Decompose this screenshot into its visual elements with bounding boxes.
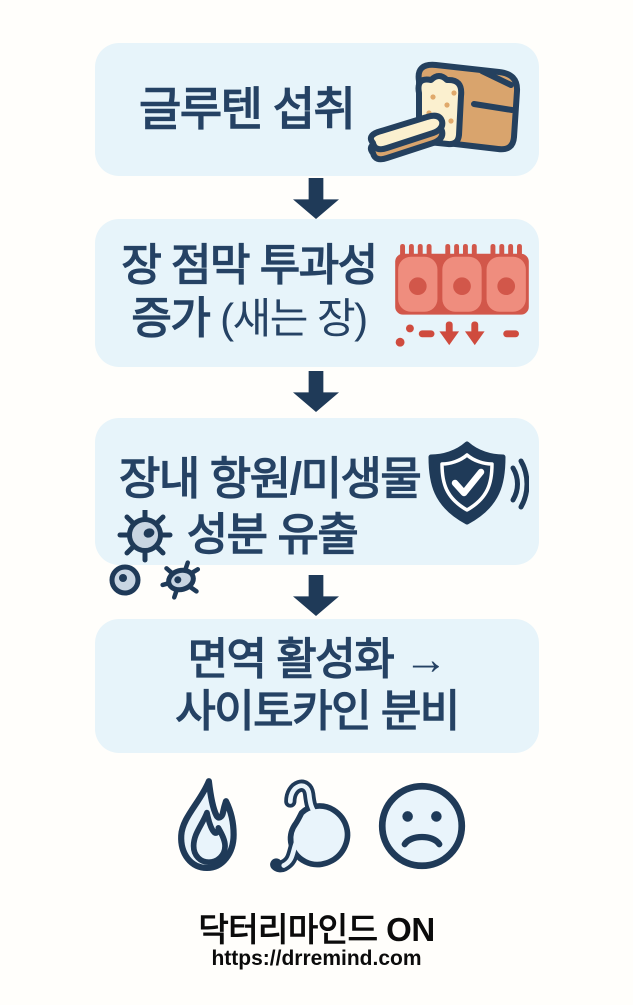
step-box-leaky-gut: 장 점막 투과성 증가 (새는 장) xyxy=(95,219,539,367)
step-2-line1: 장 점막 투과성 xyxy=(121,241,378,291)
website-url: https://drremind.com xyxy=(211,947,422,970)
symptom-icons-row xyxy=(0,772,633,880)
down-arrow-1 xyxy=(293,178,339,219)
step-4-line1: 면역 활성화 → xyxy=(187,635,448,685)
step-4-line2: 사이토카인 분비 xyxy=(175,687,460,736)
step-box-antigen-leak: 장내 항원/미생물 성분 유출 xyxy=(95,418,539,565)
step-2-line2: 증가 (새는 장) xyxy=(131,294,368,343)
step-box-gluten-intake: 글루텐 섭취 xyxy=(95,43,539,176)
step-3-line2: 성분 유출 xyxy=(186,509,359,560)
down-arrow-2 xyxy=(293,371,339,412)
step-1-label: 글루텐 섭취 xyxy=(139,82,356,135)
intestinal-lining-icon xyxy=(395,243,529,347)
step-3-line1: 장내 항원/미생물 xyxy=(119,453,422,504)
sad-face-icon xyxy=(378,782,465,870)
down-arrow-3 xyxy=(293,575,339,616)
stomach-icon xyxy=(269,779,350,873)
brand-title: 닥터리마인드 ON xyxy=(198,911,435,948)
step-box-immune-activation: 면역 활성화 → 사이토카인 분비 xyxy=(95,619,539,753)
bread-icon xyxy=(367,61,521,163)
microbes-icon xyxy=(109,510,201,600)
flame-icon xyxy=(177,778,237,871)
step-2-label: 장 점막 투과성 증가 (새는 장) xyxy=(103,240,395,346)
shield-icon xyxy=(428,441,529,525)
